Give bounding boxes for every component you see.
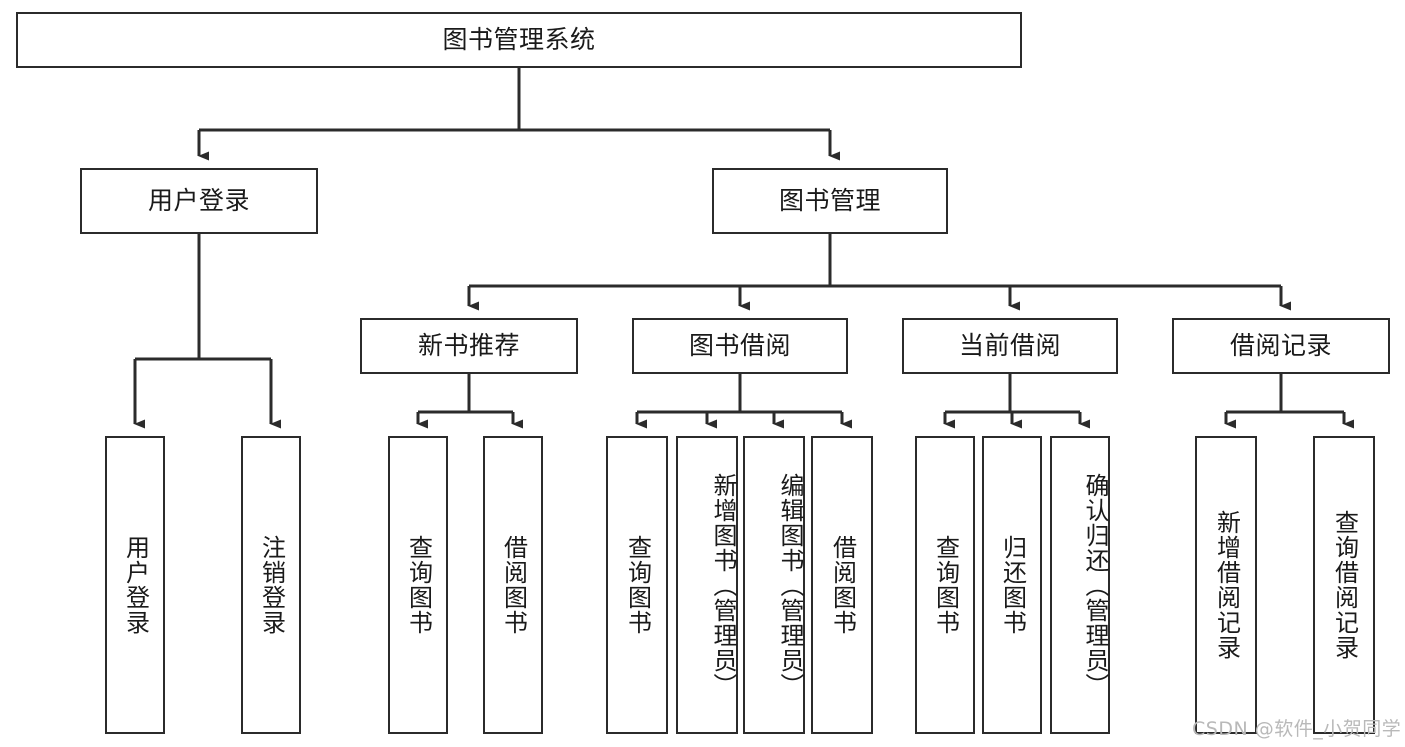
node-label-leaf-query-book-borrow: 查询图书 [623, 535, 652, 635]
node-label-leaf-confirm-return-admin: 确认归还（管理员） [1081, 472, 1109, 698]
node-label-leaf-add-book-admin: 新增图书（管理员） [709, 472, 737, 698]
node-label-root: 图书管理系统 [442, 25, 596, 55]
node-leaf-confirm-return-admin[interactable]: 确认归还（管理员） [1050, 436, 1110, 734]
node-borrow-record[interactable]: 借阅记录 [1172, 318, 1390, 374]
node-user-login[interactable]: 用户登录 [80, 168, 318, 234]
node-label-leaf-add-borrow-record: 新增借阅记录 [1212, 510, 1241, 660]
node-current-borrow[interactable]: 当前借阅 [902, 318, 1118, 374]
node-label-leaf-user-login: 用户登录 [121, 535, 150, 635]
node-label-leaf-query-book-current: 查询图书 [931, 535, 960, 635]
node-leaf-query-book-borrow[interactable]: 查询图书 [606, 436, 668, 734]
node-leaf-query-borrow-record[interactable]: 查询借阅记录 [1313, 436, 1375, 734]
node-label-leaf-edit-book-admin: 编辑图书（管理员） [776, 472, 804, 698]
node-leaf-user-logout[interactable]: 注销登录 [241, 436, 301, 734]
node-book-borrow[interactable]: 图书借阅 [632, 318, 848, 374]
node-label-book-borrow: 图书借阅 [688, 331, 791, 361]
node-leaf-add-book-admin[interactable]: 新增图书（管理员） [676, 436, 738, 734]
node-leaf-add-borrow-record[interactable]: 新增借阅记录 [1195, 436, 1257, 734]
node-label-leaf-user-logout: 注销登录 [257, 535, 286, 635]
node-book-manage[interactable]: 图书管理 [712, 168, 948, 234]
node-leaf-user-login[interactable]: 用户登录 [105, 436, 165, 734]
node-label-leaf-query-borrow-record: 查询借阅记录 [1330, 510, 1359, 660]
watermark-text: CSDN @软件_小贺同学 [1192, 718, 1402, 740]
node-leaf-borrow-book-recommend[interactable]: 借阅图书 [483, 436, 543, 734]
node-label-leaf-borrow-book: 借阅图书 [828, 535, 857, 635]
node-leaf-return-book[interactable]: 归还图书 [982, 436, 1042, 734]
node-label-new-book-recommend: 新书推荐 [417, 331, 520, 361]
node-label-borrow-record: 借阅记录 [1229, 331, 1332, 361]
node-label-user-login: 用户登录 [147, 186, 250, 216]
node-root[interactable]: 图书管理系统 [16, 12, 1022, 68]
node-label-current-borrow: 当前借阅 [958, 331, 1061, 361]
node-label-leaf-return-book: 归还图书 [998, 535, 1027, 635]
node-label-book-manage: 图书管理 [778, 186, 881, 216]
node-leaf-borrow-book[interactable]: 借阅图书 [811, 436, 873, 734]
node-leaf-query-book-recommend[interactable]: 查询图书 [388, 436, 448, 734]
node-new-book-recommend[interactable]: 新书推荐 [360, 318, 578, 374]
node-leaf-query-book-current[interactable]: 查询图书 [915, 436, 975, 734]
node-leaf-edit-book-admin[interactable]: 编辑图书（管理员） [743, 436, 805, 734]
node-label-leaf-query-book-recommend: 查询图书 [404, 535, 433, 635]
node-label-leaf-borrow-book-recommend: 借阅图书 [499, 535, 528, 635]
